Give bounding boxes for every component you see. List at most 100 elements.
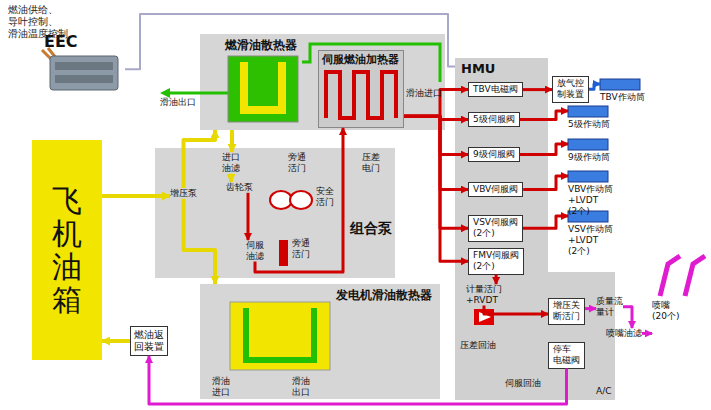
node-text: VSV伺服阀 (2个) <box>473 217 518 240</box>
node-text: 计量活门 +RVDT <box>466 284 502 306</box>
flow-line <box>184 130 216 188</box>
node-text: 质量流 量计 <box>596 296 623 318</box>
pump-label: 增压泵 <box>170 188 197 199</box>
flow-line <box>229 174 233 182</box>
return-unit: 燃油返 回装置 <box>130 326 168 356</box>
node-text: 增压泵 <box>170 188 197 199</box>
flow-line <box>404 116 468 261</box>
heater-coil <box>326 72 396 118</box>
oil-line <box>302 44 440 82</box>
servo-valve: VSV伺服阀 (2个) <box>468 215 523 242</box>
servo-valve: 5级伺服阀 <box>468 112 520 127</box>
node-text: 停车 电磁阀 <box>553 344 580 367</box>
actuator-cylinder <box>568 211 608 222</box>
node-text: 喷嘴 (20个) <box>652 300 679 322</box>
solenoid-valve: 停车 电磁阀 <box>548 342 585 369</box>
flow-line <box>520 111 568 120</box>
pump-label: 齿轮泵 <box>226 182 253 193</box>
servo-valve: 9级伺服阀 <box>468 147 520 162</box>
node-text: 9级伺服阀 <box>473 149 515 160</box>
flow-line <box>149 356 567 404</box>
pump-housing: 组合泵进口 油滤旁通 活门压差 电门增压泵齿轮泵安全 活门伺服 油滤旁通 活门 <box>155 148 395 278</box>
flow-line <box>102 194 170 198</box>
generator-cooler-core <box>230 302 330 370</box>
servo-fuel-heater: 伺服燃油加热器 <box>318 50 404 128</box>
actuator-cylinder <box>568 106 608 117</box>
node-text: 5级伺服阀 <box>473 114 515 125</box>
node-text: 压差回油 <box>460 340 496 351</box>
flow-line <box>589 84 600 89</box>
filter-label: 伺服 油滤 <box>246 240 264 262</box>
flow-line <box>230 130 234 152</box>
node-text: 放气控 制装置 <box>557 78 584 101</box>
servo-valve: TBV电磁阀 <box>468 82 523 97</box>
servo-filter <box>279 240 288 266</box>
node-text: 飞机油箱 <box>52 184 82 316</box>
actuator-cylinder <box>600 79 640 90</box>
connector-row <box>55 62 113 70</box>
node-text: 旁通 活门 <box>292 238 310 260</box>
node-text: 增压关 断活门 <box>553 300 580 323</box>
node-text: 组合泵 <box>350 220 392 238</box>
switch-label: 压差 电门 <box>362 152 380 174</box>
node-text: HMU <box>461 61 495 76</box>
part-label: 滑油 进口 <box>212 376 230 398</box>
connector-row <box>55 75 113 83</box>
node-text: 发电机滑油散热器 <box>336 287 432 304</box>
valve-label: 计量活门 +RVDT <box>466 284 502 306</box>
node-text: 安全 活门 <box>316 186 334 208</box>
servo-valve: FMV伺服阀 (2个) <box>468 248 524 275</box>
filter-label: 进口 油滤 <box>222 152 240 174</box>
oil-arrow <box>160 88 170 98</box>
fuel-tank: 飞机油箱 <box>32 140 102 360</box>
flow-line <box>484 306 548 314</box>
node-text: TBV电磁阀 <box>473 84 518 95</box>
flow-line <box>523 176 568 190</box>
node-text: 伺服燃油加热器 <box>322 52 399 67</box>
node-text: 旁通 活门 <box>288 152 306 174</box>
flow-line <box>255 128 343 272</box>
flow-line <box>404 116 468 154</box>
nozzle <box>660 256 705 296</box>
flow-line <box>184 199 216 284</box>
node-text: 进口 油滤 <box>222 152 240 174</box>
node-text: 燃滑油散热器 <box>225 37 297 54</box>
flow-line <box>495 275 498 285</box>
return-label: 压差回油 <box>460 340 496 351</box>
gear <box>270 191 292 209</box>
valve-label: 旁通 活门 <box>292 238 310 260</box>
node-text: VBV作动筒+LVDT (2个) <box>568 184 613 216</box>
part-label: 滑油 出口 <box>292 376 310 398</box>
servo-valve: VBV伺服阀 <box>468 182 523 197</box>
fuel-passage <box>244 62 282 110</box>
part-label: 滑油出口 <box>160 97 196 108</box>
flow-line <box>623 307 632 328</box>
node-text: 5级作动筒 <box>568 119 610 130</box>
bleed-control: 放气控 制装置 <box>552 76 589 103</box>
flow-line <box>523 88 552 91</box>
flow-line <box>404 90 468 117</box>
node-text: VSV作动筒+LVDT (2个) <box>568 224 613 256</box>
valve-label: 旁通 活门 <box>288 152 306 174</box>
valve-label: 安全 活门 <box>316 186 334 208</box>
flow-line <box>247 193 250 240</box>
flow-line <box>404 116 468 228</box>
ecu-device <box>42 48 118 90</box>
ecu-body <box>50 56 118 90</box>
node-text: TBV作动筒 <box>600 92 645 103</box>
flow-line <box>125 14 455 69</box>
node-text: 压差 电门 <box>362 152 380 174</box>
part-label: 燃油供给、导叶控制、 滑油温度控制 <box>8 4 68 40</box>
actuators <box>568 79 640 222</box>
part-label: A/C <box>596 386 611 397</box>
flow-meter: 质量流 量计 <box>596 296 623 318</box>
flow-line <box>404 116 468 189</box>
gear <box>290 191 312 209</box>
flow-line <box>585 307 596 310</box>
node-text: FMV伺服阀 (2个) <box>473 250 519 273</box>
flow-line <box>520 144 568 155</box>
node-text: 伺服 油滤 <box>246 240 264 262</box>
node-text: 喷嘴油滤 <box>606 328 642 339</box>
node-text: 燃油返 回装置 <box>134 329 164 353</box>
flow-line <box>102 339 130 343</box>
